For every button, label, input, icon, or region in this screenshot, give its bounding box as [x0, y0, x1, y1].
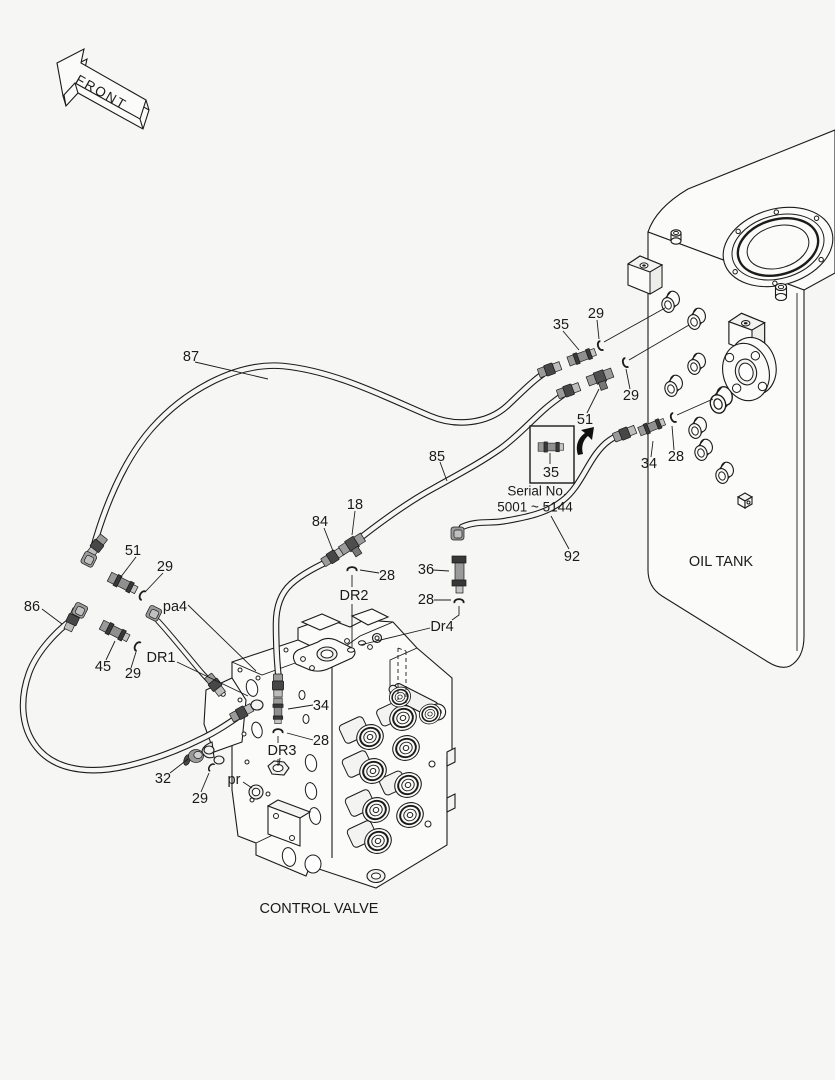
- part-label-29-22: 29: [125, 666, 141, 682]
- part-label-86-19: 86: [24, 599, 40, 615]
- fitting-45: [98, 618, 132, 644]
- front-arrow: FRONT: [56, 47, 150, 130]
- oring-28-dr2: [346, 566, 358, 572]
- part-label-28-7: 28: [668, 449, 684, 465]
- serial-callout-box: 35 Serial No. 5001 ~ 5144: [497, 425, 594, 515]
- tank-cube-nut: [736, 492, 754, 509]
- part-label-29-3: 29: [623, 388, 639, 404]
- part-label-dr2-11: DR2: [339, 588, 368, 604]
- part-label-28-13: 28: [418, 592, 434, 608]
- oring-29-pa4: [137, 589, 147, 601]
- serial-note-line2: 5001 ~ 5144: [497, 500, 573, 515]
- serial-note-line1: Serial No.: [507, 484, 566, 499]
- part-label-29-17: 29: [157, 559, 173, 575]
- fittings: [62, 340, 678, 772]
- part-label-45-20: 45: [95, 659, 111, 675]
- oring-29-dr1: [132, 640, 142, 652]
- tank-port-flange: [722, 336, 777, 402]
- part-label-32-26: 32: [155, 771, 171, 787]
- part-label-29-27: 29: [192, 791, 208, 807]
- oring-28-dr4: [453, 598, 465, 604]
- part-label-29-2: 29: [588, 306, 604, 322]
- part-label-28-24: 28: [313, 733, 329, 749]
- oring-29-a: [595, 340, 605, 352]
- oil-tank-label: OIL TANK: [689, 554, 754, 570]
- part-label-28-10: 28: [379, 568, 395, 584]
- part-label-pr-28: pr: [228, 772, 241, 788]
- oring-29-b: [620, 357, 630, 369]
- part-label-pa4-18: pa4: [163, 599, 187, 615]
- oil-tank: OIL TANK: [627, 129, 835, 668]
- part-label-34-23: 34: [313, 698, 329, 714]
- tank-front-boss: [774, 282, 788, 302]
- fitting-51-tank: [585, 366, 618, 395]
- fitting-36: [455, 585, 464, 594]
- part-label-18-8: 18: [347, 497, 363, 513]
- plug-32: [183, 749, 204, 766]
- part-label-dr3-25: DR3: [267, 743, 296, 759]
- control-valve-label: CONTROL VALVE: [260, 901, 379, 917]
- leader-lines: [41, 307, 714, 793]
- applicability-arrow-icon: [576, 427, 594, 455]
- part-label-87-0: 87: [183, 349, 199, 365]
- part-label-36-12: 36: [418, 562, 434, 578]
- part-label-85-5: 85: [429, 449, 445, 465]
- control-valve: CONTROL VALVE: [201, 608, 456, 917]
- fitting-35: [566, 346, 598, 368]
- tank-top-boss: [670, 229, 682, 245]
- part-label-51-4: 51: [577, 412, 593, 428]
- part-label-dr4-14: Dr4: [430, 619, 453, 635]
- part-label-dr1-21: DR1: [146, 650, 175, 666]
- part-label-92-15: 92: [564, 549, 580, 565]
- part-label-34-6: 34: [641, 456, 657, 472]
- serial-box-part-label: 35: [543, 465, 559, 481]
- part-label-35-1: 35: [553, 317, 569, 333]
- part-label-84-9: 84: [312, 514, 328, 530]
- part-label-51-16: 51: [125, 543, 141, 559]
- elbow-92: [450, 526, 465, 541]
- oring-29-pr: [206, 762, 216, 772]
- tank-flange-ring: [722, 206, 834, 288]
